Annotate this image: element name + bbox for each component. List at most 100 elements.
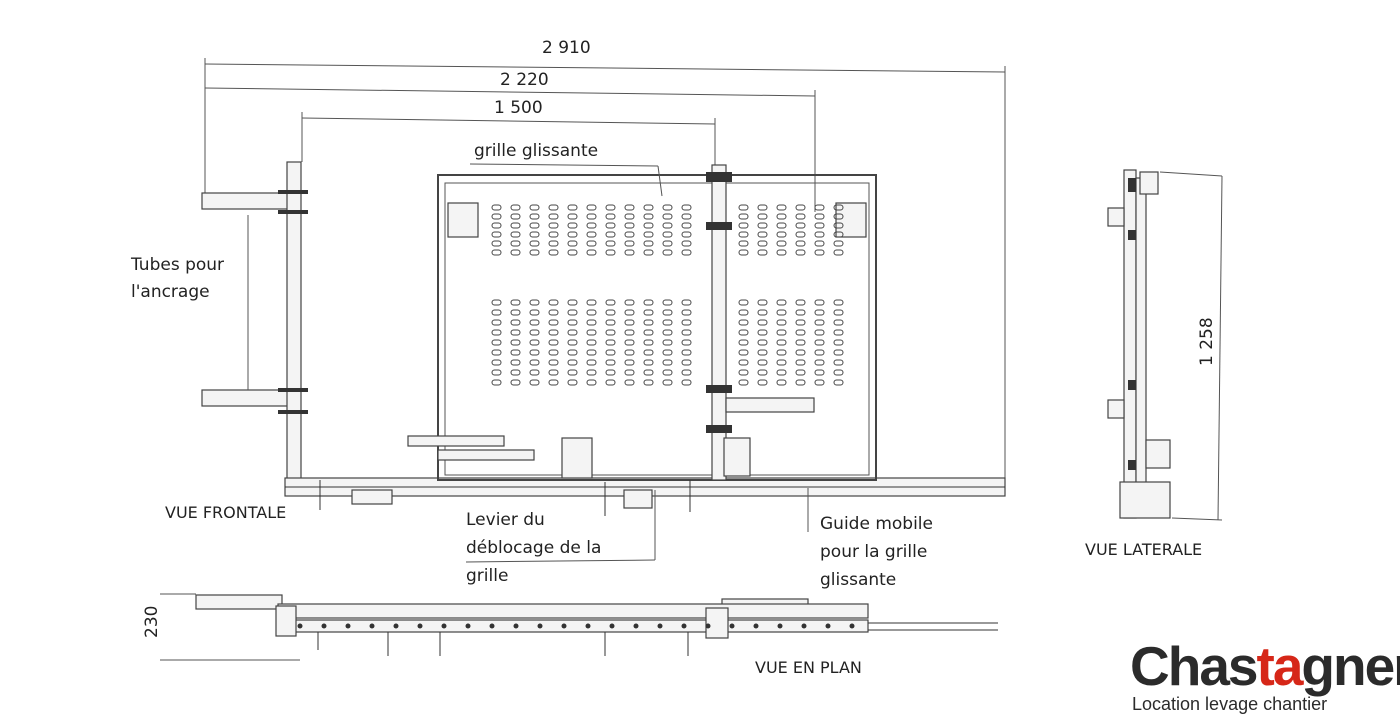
grid-slot (662, 369, 673, 376)
grid-slot (643, 359, 654, 366)
grid-slot (510, 299, 521, 306)
grid-slot (795, 231, 806, 238)
grid-slot (738, 329, 749, 336)
grid-slot (605, 349, 616, 356)
grid-slot (662, 231, 673, 238)
view-title-plan: VUE EN PLAN (755, 658, 862, 677)
grid-slot (491, 349, 502, 356)
grid-slot (757, 249, 768, 256)
plan-bolt (753, 623, 759, 629)
grid-slot (586, 231, 597, 238)
grid-slot (662, 339, 673, 346)
grid-slot (814, 359, 825, 366)
grid-slot (491, 319, 502, 326)
view-title-front: VUE FRONTALE (165, 503, 286, 522)
grid-slot (567, 379, 578, 386)
grid-slot (491, 379, 502, 386)
grid-slot (624, 299, 635, 306)
grid-slot (567, 339, 578, 346)
plan-bolt (657, 623, 663, 629)
grid-slot (567, 309, 578, 316)
grid-slot (529, 329, 540, 336)
grid-slot (643, 213, 654, 220)
grid-slot (738, 249, 749, 256)
label-guide-1: Guide mobile (820, 514, 933, 534)
grid-slot (662, 299, 673, 306)
grid-slot (833, 309, 844, 316)
dimension-lines (204, 58, 1006, 480)
grid-slot (605, 204, 616, 211)
label-lever-2: déblocage de la (466, 538, 601, 558)
grid-slot (681, 309, 692, 316)
grid-slot (567, 222, 578, 229)
grid-slot (757, 222, 768, 229)
grid-slot (491, 222, 502, 229)
grid-slot (510, 204, 521, 211)
grid-slot (814, 231, 825, 238)
grid-slot (643, 299, 654, 306)
grid-slot (681, 204, 692, 211)
grid-slot (624, 249, 635, 256)
grid-slot (776, 309, 787, 316)
grid-slot (643, 329, 654, 336)
logo-tagline: Location levage chantier (1132, 694, 1327, 714)
grid-slot (662, 319, 673, 326)
grid-slot (814, 213, 825, 220)
grid-slot (605, 369, 616, 376)
grid-slot (833, 319, 844, 326)
grid-slot (814, 369, 825, 376)
grid-slot (586, 222, 597, 229)
grid-slot (643, 249, 654, 256)
grid-slot (738, 359, 749, 366)
grid-slot (795, 309, 806, 316)
grid-slot (586, 309, 597, 316)
plan-bolt (633, 623, 639, 629)
grid-slot (567, 240, 578, 247)
view-title-side: VUE LATERALE (1085, 540, 1202, 559)
grid-slot (776, 240, 787, 247)
grid-slot (662, 213, 673, 220)
grid-slot (833, 379, 844, 386)
plan-bolt (585, 623, 591, 629)
grid-slot (529, 249, 540, 256)
grid-slot (814, 240, 825, 247)
grid-slot (643, 309, 654, 316)
grid-slot (833, 240, 844, 247)
grid-slot (833, 213, 844, 220)
grid-slot (491, 309, 502, 316)
grid-slot (643, 222, 654, 229)
grid-slot (605, 359, 616, 366)
grid-slot (624, 369, 635, 376)
grid-slot (586, 213, 597, 220)
grid-slot (548, 249, 559, 256)
grid-slot (757, 349, 768, 356)
grid-slot (529, 299, 540, 306)
grid-slot (776, 339, 787, 346)
grid-slot (833, 231, 844, 238)
plan-bolt (537, 623, 543, 629)
grid-slot (510, 379, 521, 386)
dimension-overall-width: 2 910 (542, 38, 591, 58)
grid-slot (662, 309, 673, 316)
grid-slot (776, 213, 787, 220)
plan-bolt (321, 623, 327, 629)
grid-slot (681, 249, 692, 256)
grid-slot (510, 329, 521, 336)
grid-slot (624, 309, 635, 316)
grid-slot (833, 249, 844, 256)
label-lever-1: Levier du (466, 510, 545, 530)
left-post (286, 161, 302, 481)
grid-slot (586, 379, 597, 386)
grid-slot (548, 231, 559, 238)
grid-slot (548, 359, 559, 366)
grid-slot (491, 249, 502, 256)
logo-name-accent: ta (1257, 635, 1304, 697)
grid-slot (624, 329, 635, 336)
grid-slot (738, 213, 749, 220)
plan-bolt (801, 623, 807, 629)
grid-slot (624, 222, 635, 229)
grid-slot (624, 379, 635, 386)
grid-slot (491, 299, 502, 306)
grid-slot (510, 222, 521, 229)
lever-handle-upper (407, 435, 505, 447)
